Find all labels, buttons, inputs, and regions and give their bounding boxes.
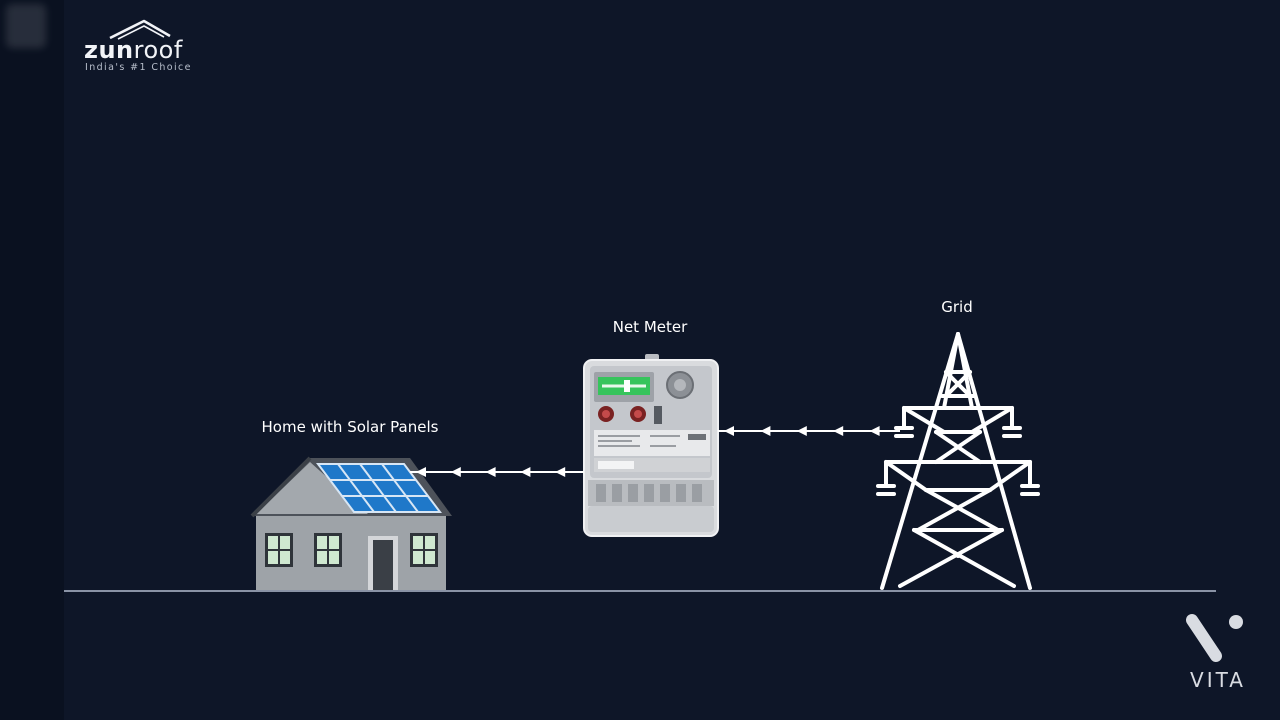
vita-watermark: VITA [1170,608,1266,698]
net-meter-label: Net Meter [612,318,688,336]
grid-label: Grid [941,298,973,316]
left-edge-strip [0,0,64,720]
logo-roof-icon [109,19,171,40]
window-icon [265,533,293,567]
watermark-text: VITA [1190,668,1246,692]
brand-logo: zunroof India's #1 Choice [84,18,204,78]
door-icon [368,536,398,590]
brand-tagline: India's #1 Choice [85,62,192,73]
brand-name: zunroof [84,36,183,64]
flow-arrows [416,426,880,477]
home-label: Home with Solar Panels [261,418,439,436]
solar-panel-icon [316,463,442,513]
transmission-tower-icon [876,332,1040,590]
window-icon [314,533,342,567]
brand-name-regular: roof [133,36,183,64]
flow-arrow-grid-meter [869,426,880,436]
corner-smudge [6,4,46,48]
flow-arrow-meter-home [520,467,531,477]
house-gable [256,462,368,514]
flow-arrow-grid-meter [796,426,807,436]
vita-logo-icon [1186,614,1243,662]
window-icon [410,533,438,567]
brand-name-bold: zun [84,36,134,64]
flow-arrow-grid-meter [833,426,844,436]
flow-arrow-meter-home [485,467,496,477]
flow-arrow-grid-meter [760,426,771,436]
flow-arrow-meter-home [555,467,566,477]
net-meter-icon [583,354,719,537]
flow-arrow-meter-home [416,467,426,477]
flow-arrow-meter-home [450,467,461,477]
house-icon [250,456,452,590]
roof-edge [250,456,312,518]
flow-arrow-grid-meter [724,426,734,436]
